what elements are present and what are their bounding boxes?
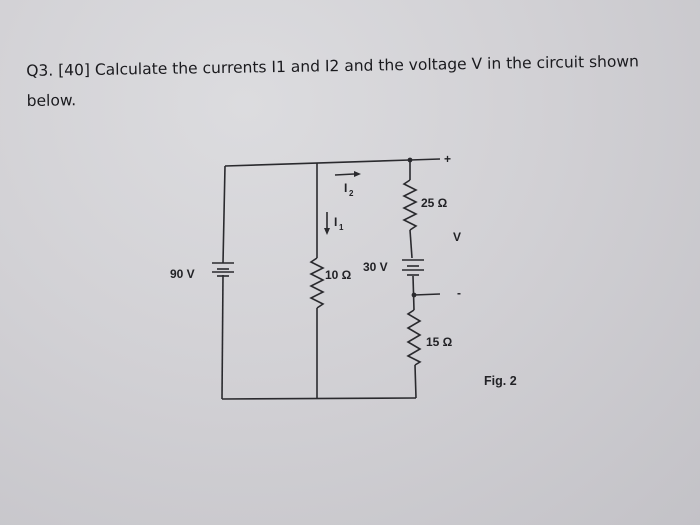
arrow-i1-icon [324, 212, 330, 235]
terminal-lead-top [409, 158, 441, 161]
terminal-minus-label: - [457, 286, 461, 300]
figure-label: Fig. 2 [484, 374, 517, 388]
source-30v-label: 30 V [363, 260, 388, 274]
battery-90v [212, 262, 234, 277]
resistor-15-ohm [406, 309, 422, 366]
voltage-v-label: V [453, 230, 461, 244]
resistor-10-label: 10 Ω [325, 268, 352, 282]
junction-dot-top [407, 157, 413, 163]
resistor-25-label: 25 Ω [421, 196, 448, 210]
current-i1-subscript: 1 [339, 223, 344, 232]
battery-30v [402, 259, 424, 276]
arrow-i2-icon [334, 171, 361, 177]
terminal-plus-label: + [444, 152, 451, 166]
resistor-15-label: 15 Ω [426, 335, 453, 349]
junction-dot-bottom [411, 292, 417, 298]
resistor-10-ohm [309, 257, 325, 309]
circuit-wires [221, 158, 441, 400]
current-i2-label: I [344, 181, 347, 195]
left-wire-lower [221, 274, 224, 400]
bottom-wire [221, 397, 417, 400]
source-90v-label: 90 V [170, 267, 195, 281]
right-wire-bottom [414, 364, 417, 399]
resistor-25-ohm [402, 179, 418, 231]
right-wire-mid1 [409, 229, 413, 259]
current-i2-subscript: 2 [349, 189, 354, 198]
current-i1-label: I [334, 215, 337, 229]
terminal-lead-bottom [413, 293, 441, 296]
left-wire-upper [222, 165, 226, 264]
